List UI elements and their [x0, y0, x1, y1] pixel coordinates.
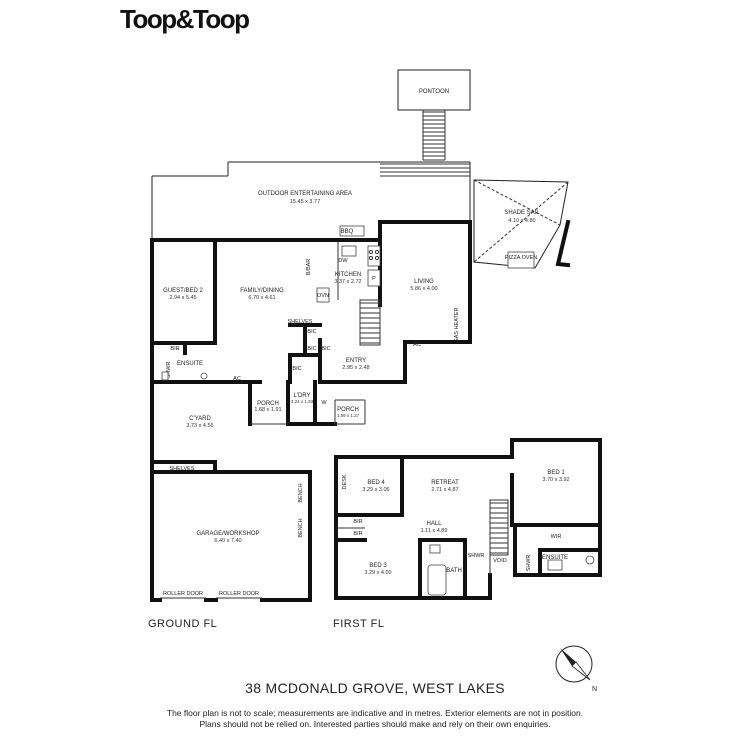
ground-floor-labels: BBQ GUEST/BED 2 2.94 x 5.45 FAMILY/DININ… — [163, 229, 460, 597]
svg-text:ENSUITE: ENSUITE — [542, 555, 568, 561]
svg-text:BATH: BATH — [446, 568, 462, 574]
svg-text:VOID: VOID — [493, 558, 506, 564]
svg-text:3.29 x 3.06: 3.29 x 3.06 — [362, 487, 389, 493]
svg-text:BENCH: BENCH — [298, 518, 304, 537]
svg-text:P: P — [372, 276, 376, 282]
svg-text:BENCH: BENCH — [298, 483, 304, 502]
svg-text:2.94 x 5.45: 2.94 x 5.45 — [169, 295, 196, 301]
svg-text:ROLLER DOOR: ROLLER DOOR — [219, 591, 259, 597]
compass-icon — [555, 645, 593, 683]
svg-text:2.95 x 2.48: 2.95 x 2.48 — [342, 365, 369, 371]
svg-text:HALL: HALL — [426, 521, 442, 527]
svg-text:15.45 x 3.77: 15.45 x 3.77 — [290, 199, 320, 205]
svg-text:BIR: BIR — [353, 519, 362, 525]
svg-text:PONTOON: PONTOON — [419, 89, 449, 95]
svg-text:5.86 x 4.00: 5.86 x 4.00 — [410, 286, 437, 292]
svg-text:BED 3: BED 3 — [369, 563, 387, 569]
outdoor-entertaining-area: OUTDOOR ENTERTAINING AREA 15.45 x 3.77 — [151, 161, 471, 240]
svg-text:BBQ: BBQ — [341, 229, 354, 235]
svg-text:LIVING: LIVING — [414, 279, 434, 285]
svg-text:3.24 x 1.93: 3.24 x 1.93 — [291, 399, 314, 404]
ground-floor-walls — [150, 220, 472, 602]
svg-text:BIC: BIC — [321, 346, 330, 352]
svg-text:4.10 x 4.80: 4.10 x 4.80 — [508, 218, 535, 224]
svg-text:3.70 x 3.92: 3.70 x 3.92 — [542, 477, 569, 483]
disclaimer: The floor plan is not to scale; measurem… — [0, 708, 750, 730]
svg-text:BIR: BIR — [353, 531, 362, 537]
svg-text:OUTDOOR ENTERTAINING AREA: OUTDOOR ENTERTAINING AREA — [258, 191, 352, 197]
svg-text:2.71 x 4.87: 2.71 x 4.87 — [431, 487, 458, 493]
svg-text:B/BAR: B/BAR — [306, 259, 312, 276]
pontoon: PONTOON — [397, 69, 471, 111]
svg-text:FAMILY/DINING: FAMILY/DINING — [240, 288, 284, 294]
svg-text:BED 1: BED 1 — [547, 470, 565, 476]
svg-text:1.99 x 1.27: 1.99 x 1.27 — [337, 413, 360, 418]
svg-text:PORCH: PORCH — [257, 401, 279, 407]
svg-text:C'YARD: C'YARD — [189, 416, 211, 422]
svg-text:DW: DW — [338, 258, 348, 264]
svg-text:ROLLER DOOR: ROLLER DOOR — [163, 591, 203, 597]
svg-text:3.73 x 4.56: 3.73 x 4.56 — [186, 423, 213, 429]
svg-text:1.11 x 4.89: 1.11 x 4.89 — [421, 528, 448, 534]
first-floor-title: FIRST FL — [333, 618, 385, 630]
svg-text:SHELVES: SHELVES — [170, 466, 195, 472]
svg-text:GARAGE/WORKSHOP: GARAGE/WORKSHOP — [196, 531, 259, 537]
svg-text:BED 4: BED 4 — [367, 480, 385, 486]
svg-text:6.40 x 7.40: 6.40 x 7.40 — [214, 538, 241, 544]
svg-text:SHWR: SHWR — [166, 362, 172, 379]
svg-text:3.29 x 4.00: 3.29 x 4.00 — [364, 570, 391, 576]
first-floor-walls — [334, 438, 602, 600]
shade-sail: SHADE SAIL 4.10 x 4.80 PIZZA OVEN — [473, 179, 571, 269]
svg-text:SHELVES: SHELVES — [288, 319, 313, 325]
compass-north-label: N — [592, 686, 598, 693]
bath-fixtures — [161, 371, 595, 596]
svg-text:BIC: BIC — [307, 346, 316, 352]
property-address: 38 MCDONALD GROVE, WEST LAKES — [245, 680, 505, 696]
svg-text:BIC: BIC — [292, 366, 301, 372]
svg-text:DESK: DESK — [342, 474, 348, 489]
svg-text:BIC: BIC — [307, 329, 316, 335]
kitchen-bench — [316, 225, 381, 303]
pontoon-ramp — [422, 110, 446, 161]
svg-text:1.68 x 1.91: 1.68 x 1.91 — [254, 407, 281, 413]
svg-text:SHWR: SHWR — [468, 553, 485, 559]
svg-text:PIZZA OVEN: PIZZA OVEN — [505, 255, 537, 261]
ground-floor-title: GROUND FL — [148, 618, 218, 630]
svg-text:GUEST/BED 2: GUEST/BED 2 — [163, 288, 203, 294]
svg-text:WIR: WIR — [551, 534, 562, 540]
svg-text:SHWR: SHWR — [526, 555, 532, 572]
svg-text:3.37 x 2.72: 3.37 x 2.72 — [334, 279, 361, 285]
svg-text:GAS HEATER: GAS HEATER — [454, 307, 460, 342]
svg-text:RETREAT: RETREAT — [431, 480, 459, 486]
svg-text:KITCHEN: KITCHEN — [335, 272, 361, 278]
disclaimer-line-1: The floor plan is not to scale; measurem… — [166, 708, 584, 718]
svg-text:AC: AC — [413, 342, 421, 348]
svg-text:PORCH: PORCH — [337, 407, 359, 413]
svg-text:AC: AC — [233, 376, 241, 382]
svg-text:BIR: BIR — [170, 346, 179, 352]
svg-text:SHADE SAIL: SHADE SAIL — [504, 210, 540, 216]
first-stairs — [489, 499, 509, 556]
first-floor-labels: BED 4 3.29 x 3.06 RETREAT 2.71 x 4.87 BE… — [342, 470, 570, 576]
ground-stairs — [359, 299, 381, 346]
disclaimer-line-2: Plans should not be relied on. Intereste… — [199, 719, 551, 729]
svg-text:ENSUITE: ENSUITE — [177, 361, 203, 367]
svg-text:ENTRY: ENTRY — [346, 358, 366, 364]
svg-text:OVN: OVN — [317, 293, 329, 299]
svg-text:W: W — [321, 400, 327, 406]
brand-logo: Toop&Toop — [120, 4, 250, 34]
svg-text:L'DRY: L'DRY — [293, 393, 310, 399]
svg-text:6.70 x 4.61: 6.70 x 4.61 — [248, 295, 275, 301]
